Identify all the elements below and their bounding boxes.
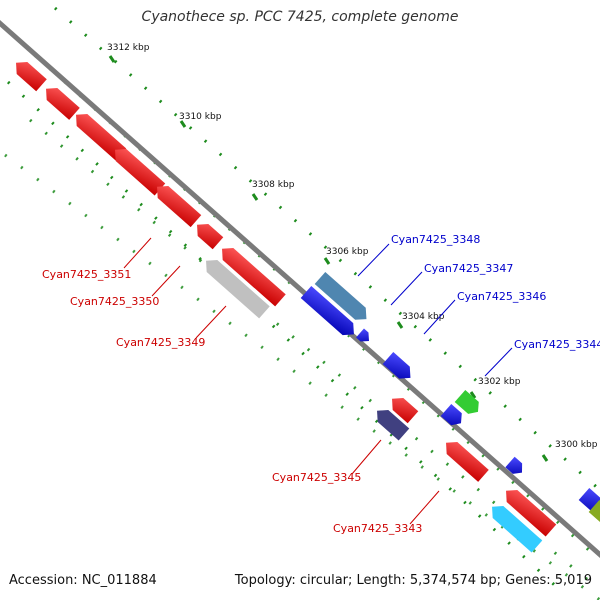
kbp-label: 3308 kbp — [252, 180, 295, 190]
forward-strand-genes — [300, 272, 600, 529]
reverse-strand-genes — [11, 57, 557, 553]
gene-cyan7425-3339[interactable] — [588, 500, 600, 529]
gene-label[interactable]: Cyan7425_3349 — [116, 336, 205, 349]
scale-track-lower — [6, 80, 562, 592]
topology-text: Topology: circular; Length: 5,374,574 bp… — [234, 573, 592, 588]
gene-label[interactable]: Cyan7425_3350 — [70, 295, 159, 308]
gene-cyan7425-3350b[interactable] — [192, 219, 224, 250]
kbp-label: 3304 kbp — [402, 312, 445, 322]
accession-text: Accession: NC_011884 — [9, 573, 157, 588]
gene-cyan7425-3354[interactable] — [11, 57, 47, 92]
gene-cyan7425-3349-red[interactable] — [217, 243, 286, 307]
gene-cyan7425-3346b[interactable] — [382, 352, 416, 384]
scale-labels: 3312 kbp 3310 kbp 3308 kbp 3306 kbp 3304… — [107, 43, 598, 462]
label-leaders — [123, 237, 513, 525]
genome-title: Cyanothece sp. PCC 7425, complete genome — [141, 9, 459, 25]
gene-labels: Cyan7425_3348 Cyan7425_3347 Cyan7425_334… — [42, 233, 600, 535]
gene-label[interactable]: Cyan7425_3347 — [424, 262, 513, 275]
gene-cyan7425-3352[interactable] — [71, 109, 127, 161]
gene-cyan7425-3350[interactable] — [152, 181, 202, 228]
gene-label[interactable]: Cyan7425_3346 — [457, 290, 546, 303]
kbp-label: 3312 kbp — [107, 43, 150, 53]
scale-track-upper — [54, 6, 600, 492]
gene-label[interactable]: Cyan7425_3343 — [333, 522, 422, 535]
gene-label[interactable]: Cyan7425_3351 — [42, 268, 131, 281]
gene-label[interactable]: Cyan7425_3348 — [391, 233, 480, 246]
gene-label[interactable]: Cyan7425_3345 — [272, 471, 361, 484]
gene-cyan7425-3345-red[interactable] — [387, 393, 419, 424]
gene-cyan7425-3344b[interactable] — [440, 404, 467, 429]
kbp-label: 3310 kbp — [179, 112, 222, 122]
gene-cyan7425-3353[interactable] — [41, 83, 80, 120]
kbp-label: 3302 kbp — [478, 377, 521, 387]
gene-cyan7425-3342[interactable] — [487, 501, 543, 553]
genome-backbone — [0, 19, 600, 559]
gene-label[interactable]: Cyan7425_3344 — [514, 338, 600, 351]
gene-cyan7425-3345[interactable] — [372, 405, 410, 441]
gene-cyan7425-3343b[interactable] — [441, 437, 489, 482]
kbp-label: 3300 kbp — [555, 440, 598, 450]
gene-cyan7425-3349[interactable] — [201, 255, 270, 319]
gene-cyan7425-3344[interactable] — [454, 390, 484, 418]
gene-cyan7425-3347[interactable] — [300, 286, 360, 340]
gene-cyan7425-3351[interactable] — [110, 144, 166, 196]
gene-cyan7425-3348[interactable] — [314, 272, 372, 325]
kbp-label: 3306 kbp — [326, 247, 369, 257]
gene-cyan7425-3341[interactable] — [505, 456, 526, 478]
gene-cyan7425-3343[interactable] — [501, 485, 557, 537]
gene-cyan7425-3346[interactable] — [356, 328, 373, 346]
